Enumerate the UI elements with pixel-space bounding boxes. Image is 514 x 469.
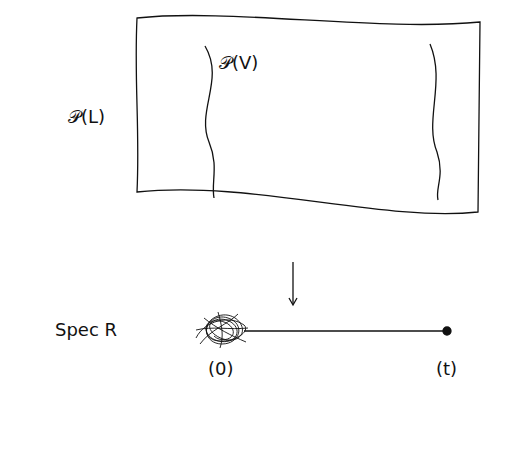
- point-label: (t): [436, 358, 457, 380]
- arrow-head: [289, 298, 297, 305]
- fibre-curve: [430, 44, 440, 200]
- generic-point-scribble: [196, 312, 248, 348]
- sheet-outline: [136, 16, 480, 214]
- base-line: [244, 330, 447, 331]
- fibre-curve: [205, 46, 214, 198]
- projection-arrow: [292, 262, 293, 304]
- sheet-region: 𝒫(L) 𝒫(V): [0, 0, 514, 230]
- fibre-label: 𝒫(V): [219, 52, 258, 74]
- base-label: Spec R: [55, 319, 117, 341]
- space-label: 𝒫(L): [68, 106, 105, 128]
- closed-point: [443, 327, 451, 335]
- point-label: (0): [208, 358, 234, 380]
